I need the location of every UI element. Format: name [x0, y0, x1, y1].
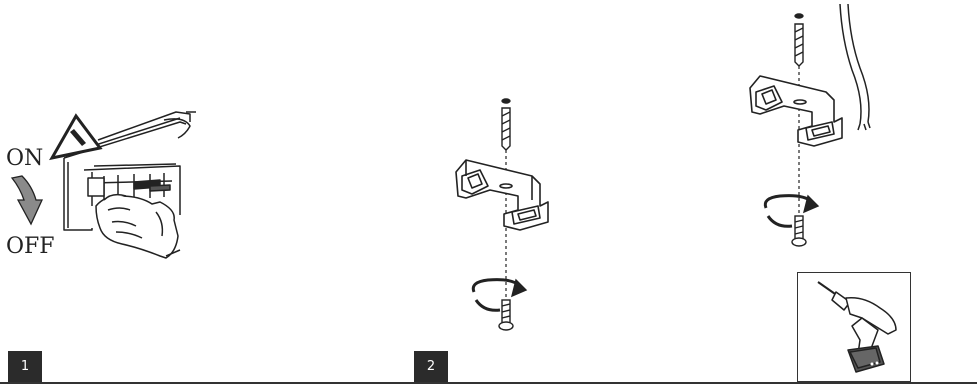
rotation-arrow-icon — [12, 176, 42, 224]
wall-plug-icon — [502, 99, 510, 150]
mounting-bracket-icon — [750, 76, 842, 146]
wall-plug-icon — [795, 14, 803, 66]
step-number: 1 — [21, 359, 29, 374]
power-cable-icon — [840, 4, 870, 130]
step-number: 2 — [427, 359, 435, 374]
mounting-bracket-icon — [456, 160, 548, 230]
step-badge-2: 2 — [414, 351, 448, 382]
drill-frame — [797, 272, 911, 382]
baseline-divider — [0, 382, 977, 384]
screw-icon — [765, 196, 818, 246]
step-badge-1: 1 — [8, 351, 42, 382]
screw-icon — [473, 280, 526, 330]
hand-icon — [96, 195, 180, 258]
warning-triangle-icon — [52, 116, 100, 158]
